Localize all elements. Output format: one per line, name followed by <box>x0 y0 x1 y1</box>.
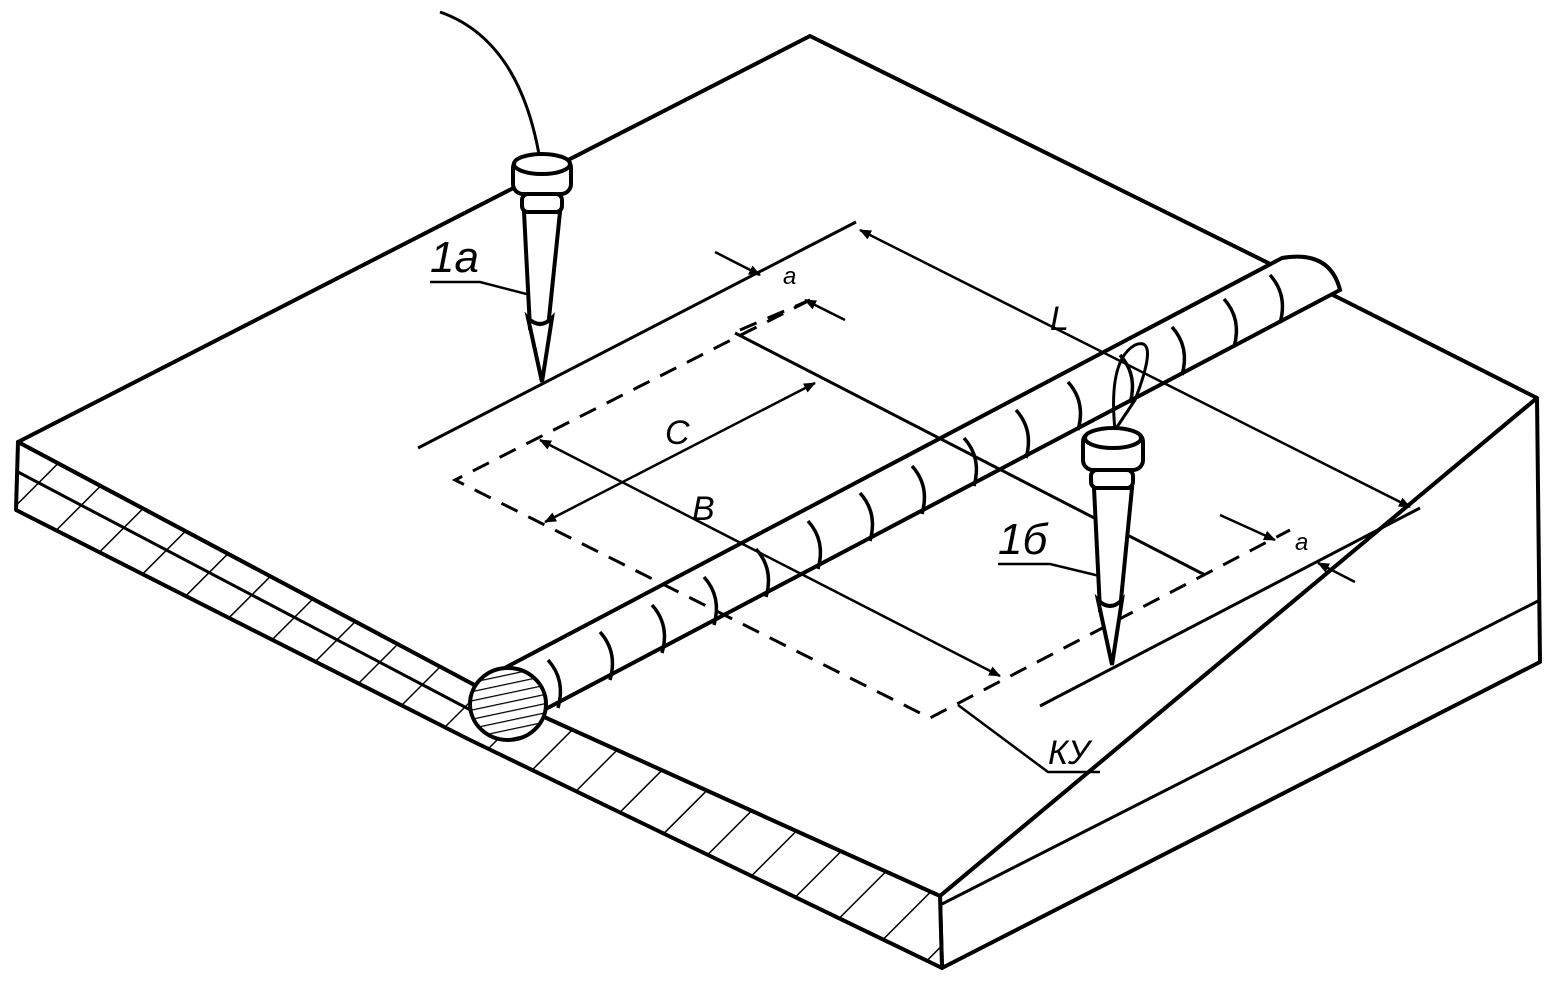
label-probe-1b: 1б <box>998 515 1049 564</box>
probe-1b <box>1081 342 1149 666</box>
plate <box>14 34 1542 970</box>
label-zone-KY: КУ <box>1048 734 1093 772</box>
probe-1b-cable <box>1112 342 1149 431</box>
label-offset-a-top: а <box>783 263 796 290</box>
weld-cross-section <box>468 666 548 742</box>
dimensions <box>430 228 1411 774</box>
probe-1a-cable <box>439 10 542 161</box>
label-width-C: С <box>665 414 690 452</box>
zone-leader <box>957 703 1100 774</box>
label-width-B: В <box>692 490 715 528</box>
dimension-L <box>859 228 1411 509</box>
label-probe-1a: 1а <box>430 233 479 282</box>
label-length-L: L <box>1050 300 1069 338</box>
label-offset-a-right: а <box>1295 529 1308 556</box>
dimension-C <box>544 381 816 524</box>
probe-1a <box>439 10 573 383</box>
